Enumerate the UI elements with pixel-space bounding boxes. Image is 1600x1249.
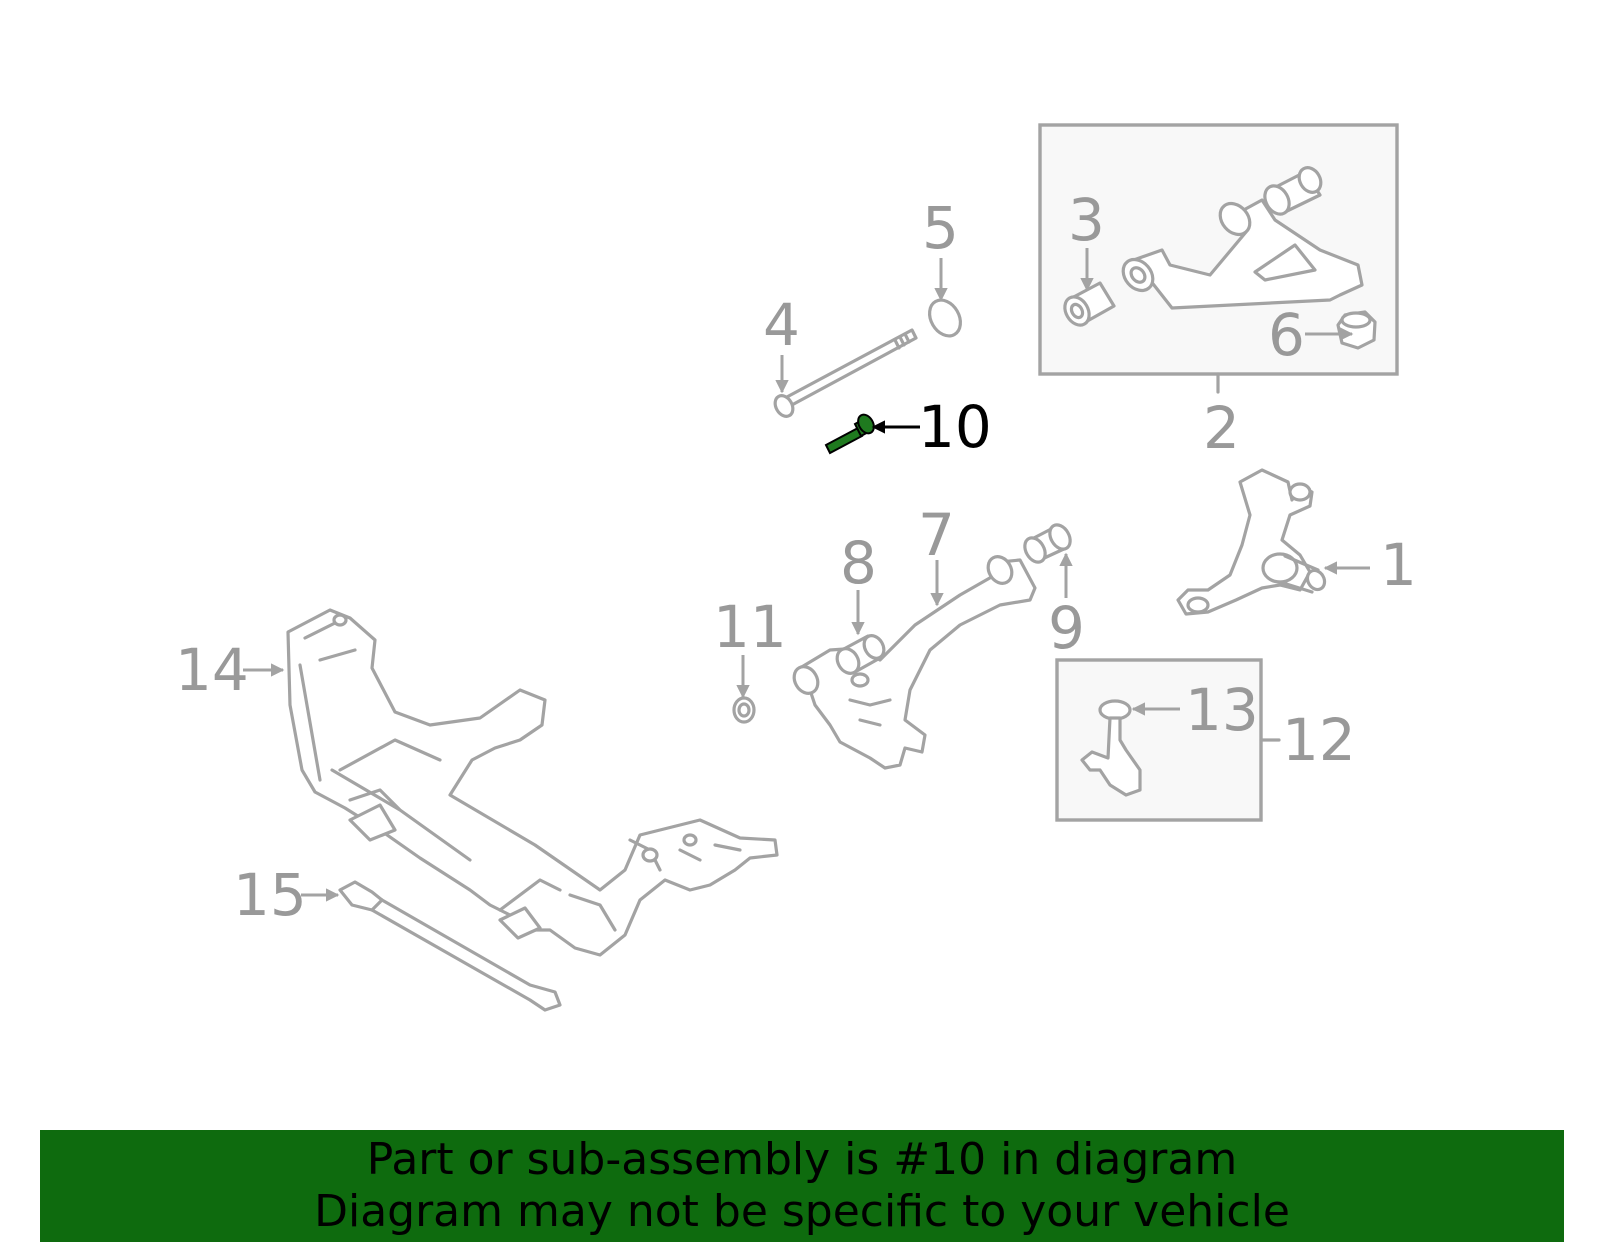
- part-13-ball-joint: [1080, 699, 1142, 797]
- ball-joint-kit-box: [1055, 658, 1263, 822]
- part-6-bushing: [1336, 310, 1377, 350]
- info-banner: Part or sub-assembly is #10 in diagram D…: [40, 1130, 1564, 1242]
- callout-2: 2: [1203, 394, 1240, 462]
- part-3-bushing: [1063, 281, 1116, 327]
- part-4-bolt: [773, 328, 918, 418]
- part-10-bolt-highlighted: [824, 413, 875, 455]
- callout-1: 1: [1380, 531, 1417, 599]
- part-9-bushing: [1023, 523, 1072, 564]
- part-5-washer: [927, 298, 963, 338]
- callout-7: 7: [918, 501, 955, 569]
- callout-5: 5: [922, 194, 959, 262]
- callout-14: 14: [175, 636, 249, 704]
- part-8-bushing: [835, 634, 886, 675]
- callout-12: 12: [1282, 706, 1356, 774]
- part-14-crossmember: [286, 608, 779, 957]
- part-1-knuckle: [1176, 468, 1327, 616]
- callout-3: 3: [1068, 186, 1105, 254]
- callout-11: 11: [713, 593, 787, 661]
- part-7-lower-control-arm: [792, 555, 1037, 770]
- part-11-nut: [732, 696, 756, 724]
- part-15-brace: [338, 880, 562, 1012]
- callout-8: 8: [840, 529, 877, 597]
- banner-line-2: Diagram may not be specific to your vehi…: [314, 1186, 1290, 1237]
- callout-4: 4: [763, 291, 800, 359]
- banner-line-1: Part or sub-assembly is #10 in diagram: [366, 1134, 1238, 1185]
- upper-control-arm: [1121, 166, 1364, 310]
- callout-6: 6: [1268, 301, 1305, 369]
- callout-10: 10: [918, 393, 992, 461]
- callout-9: 9: [1048, 594, 1085, 662]
- callout-13: 13: [1185, 676, 1259, 744]
- callout-15: 15: [233, 861, 307, 929]
